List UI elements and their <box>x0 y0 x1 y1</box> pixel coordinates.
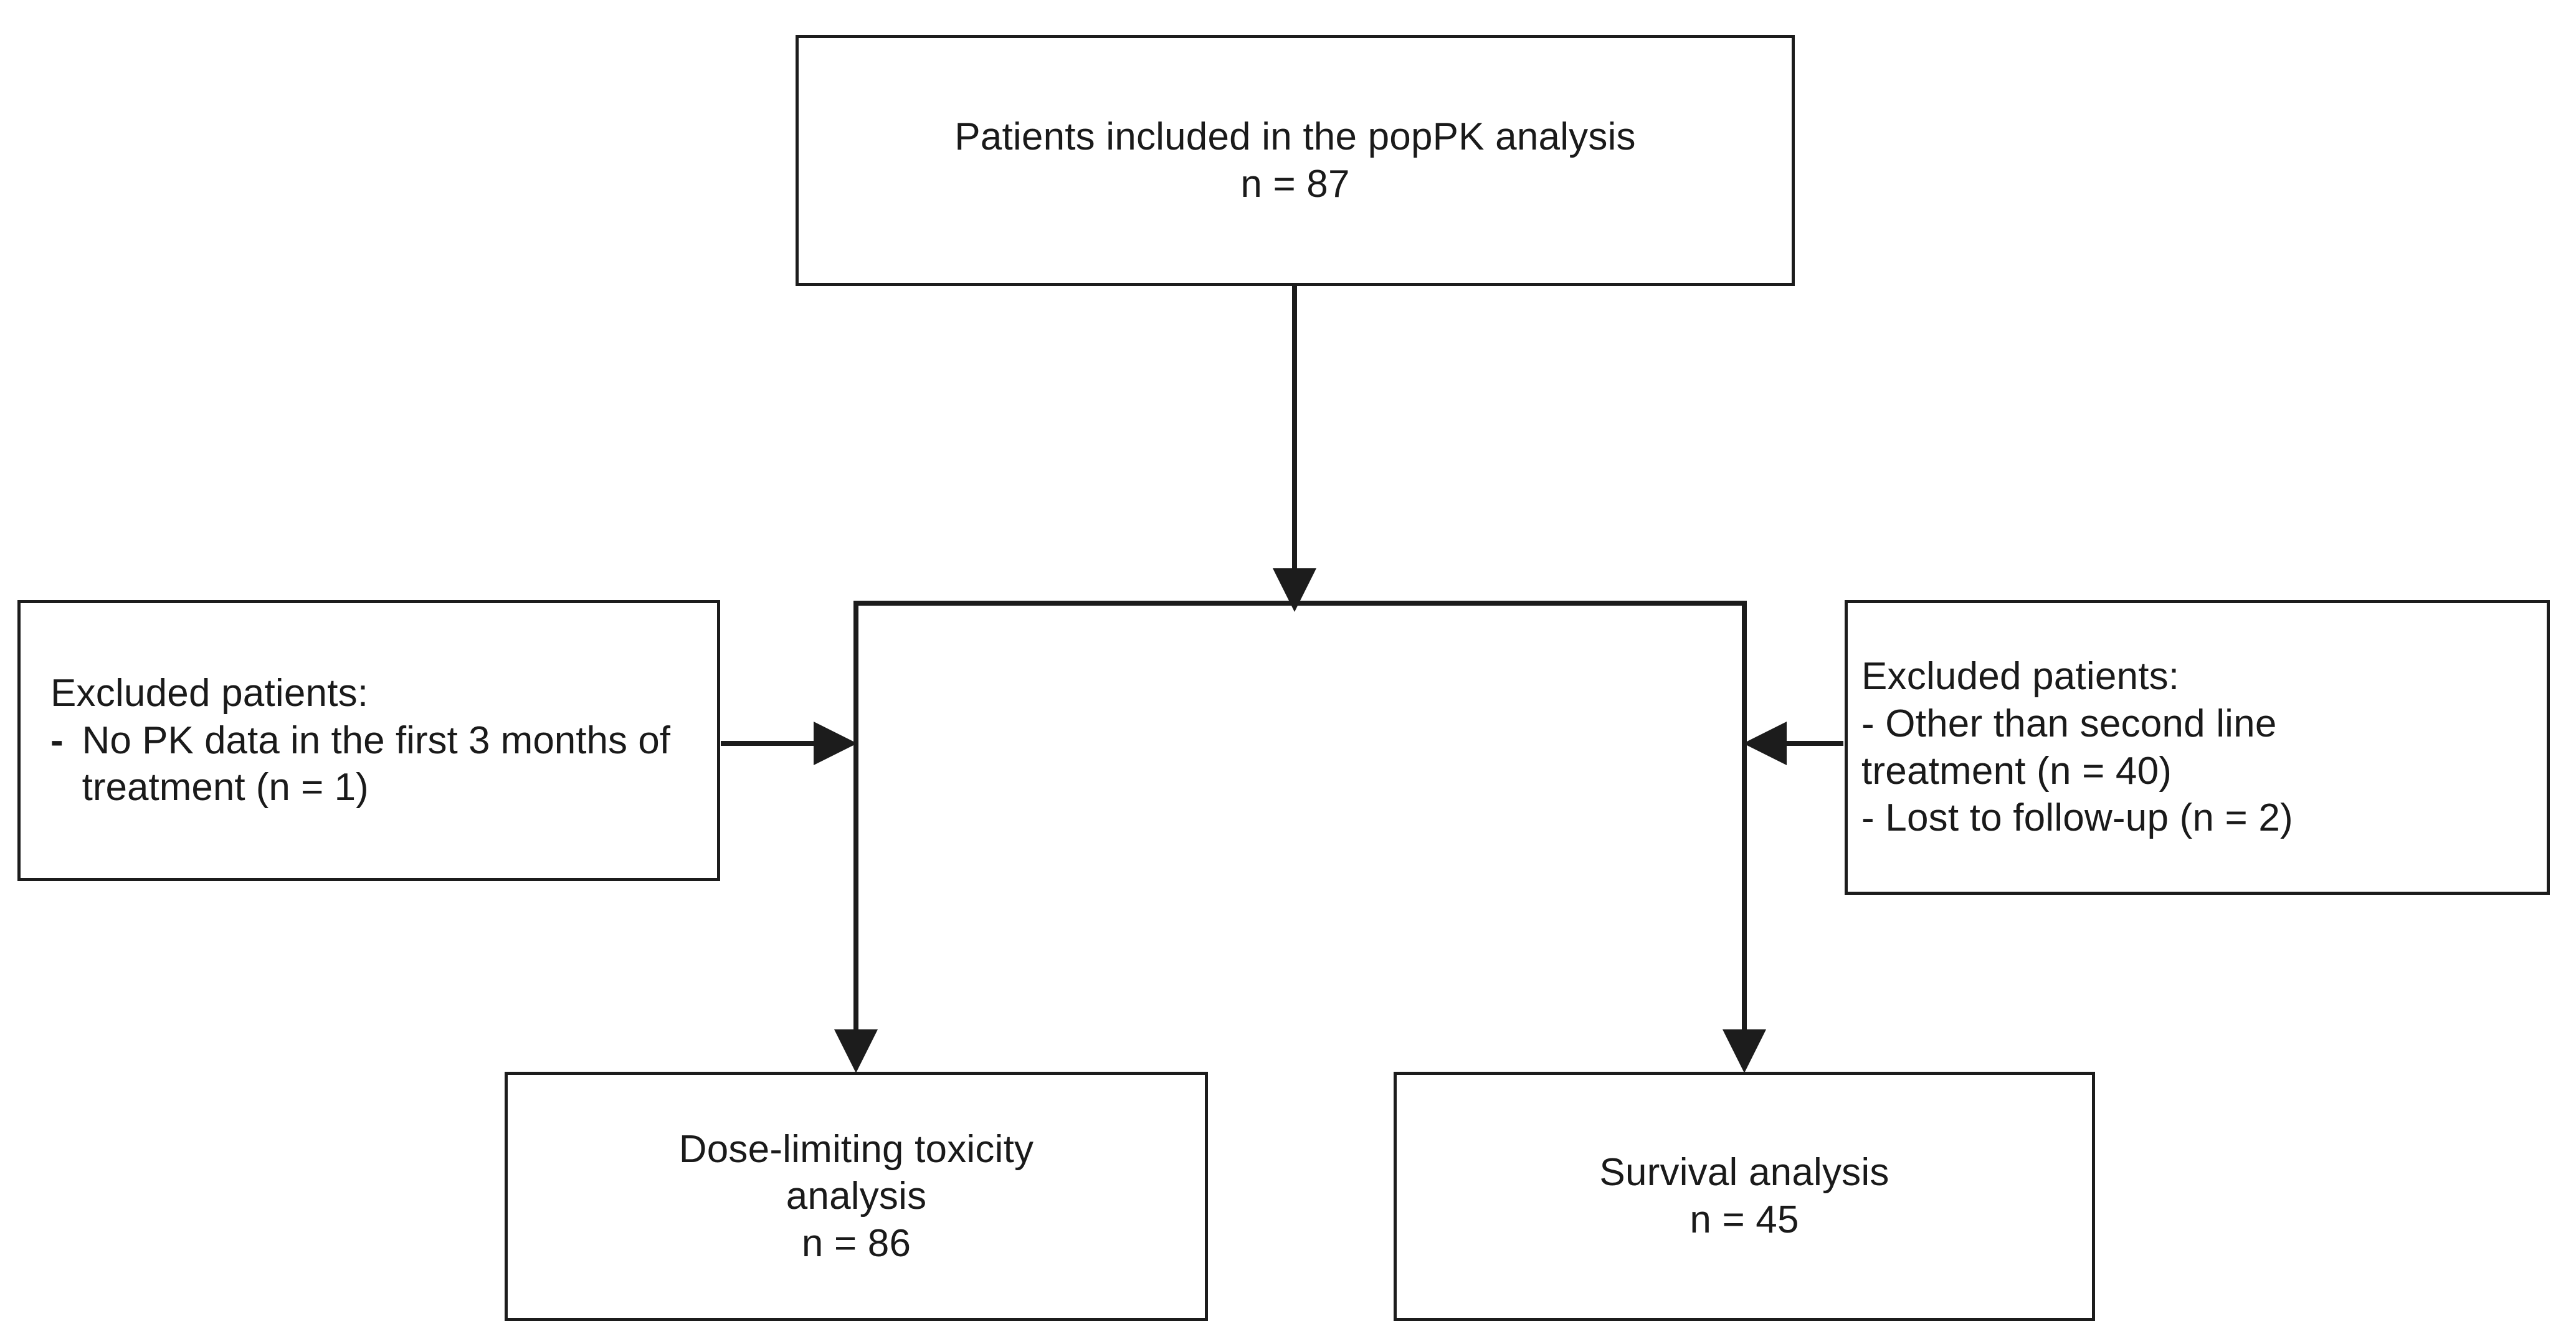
node-dlt-line-2: analysis <box>786 1175 927 1218</box>
node-survival-analysis: Survival analysis n = 45 <box>1394 1072 2095 1321</box>
excluded-right-heading: Excluded patients: <box>1861 655 2180 699</box>
node-dlt-line-1: Dose-limiting toxicity <box>678 1127 1034 1171</box>
node-survival-line-1: Survival analysis <box>1599 1151 1889 1195</box>
arrowhead-excluded-left-right <box>814 722 857 765</box>
bullet-dash-icon: - <box>50 718 64 762</box>
arrowhead-survival-down <box>1723 1029 1766 1073</box>
arrowhead-poppk-down <box>1273 568 1316 612</box>
node-poppk-count: n = 87 <box>1240 162 1350 206</box>
arrowhead-excluded-right-left <box>1743 722 1787 765</box>
node-excluded-patients-right: Excluded patients: - Other than second l… <box>1845 600 2550 895</box>
node-excluded-patients-left: Excluded patients: - No PK data in the f… <box>17 600 720 881</box>
node-poppk-analysis: Patients included in the popPK analysis … <box>796 35 1795 286</box>
excluded-right-bullet-1-cont: treatment (n = 40) <box>1861 749 2172 793</box>
excluded-left-bullet-1-text: No PK data in the first 3 months of trea… <box>82 718 670 809</box>
node-dose-limiting-toxicity-analysis: Dose-limiting toxicity analysis n = 86 <box>505 1072 1208 1321</box>
excluded-right-bullet-1: - Other than second line <box>1861 702 2277 745</box>
arrowhead-dlt-down <box>834 1029 878 1073</box>
excluded-right-bullet-2: - Lost to follow-up (n = 2) <box>1861 796 2293 840</box>
node-poppk-line-1: Patients included in the popPK analysis <box>954 115 1636 158</box>
excluded-left-heading: Excluded patients: <box>50 672 369 715</box>
node-survival-count: n = 45 <box>1690 1198 1799 1241</box>
excluded-left-bullet-1: - No PK data in the first 3 months of tr… <box>50 717 687 811</box>
node-dlt-count: n = 86 <box>801 1221 911 1265</box>
